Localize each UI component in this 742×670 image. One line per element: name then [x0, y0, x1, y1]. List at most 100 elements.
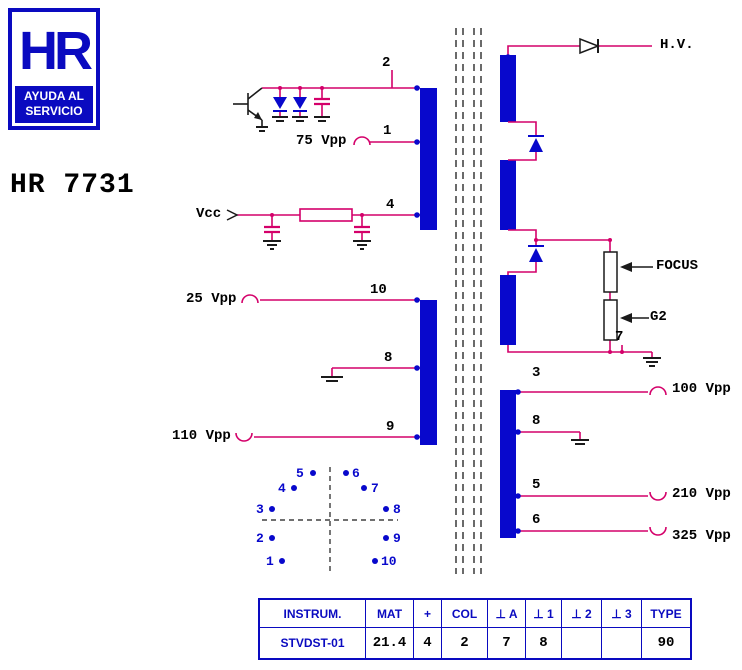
ground-icon: [256, 126, 268, 132]
ground-icon: [643, 357, 661, 367]
diode-icons: [273, 97, 544, 262]
waveform-negative-icon: [649, 491, 667, 501]
table-value-plus: 4: [414, 628, 442, 658]
focus-arrow-icon: [620, 262, 653, 272]
table-header-gnd-1: ⊥ 1: [526, 600, 562, 628]
hv-label: H.V.: [660, 37, 694, 53]
secondary-winding-2: [500, 160, 516, 230]
waveform-negative-icon: [235, 432, 253, 442]
diode-icon: [293, 97, 307, 109]
pinmap-label-8: 8: [393, 502, 401, 517]
core-lines: [455, 28, 482, 574]
table-header-plus: +: [414, 600, 442, 628]
primary-winding-1: [420, 88, 437, 230]
table-value-col: 2: [442, 628, 488, 658]
logo-subtitle: AYUDA AL SERVICIO: [15, 86, 93, 123]
spec-table: INSTRUM. MAT + COL ⊥ A ⊥ 1 ⊥ 2 ⊥ 3 TYPE …: [258, 598, 692, 660]
ground-icon: [292, 116, 308, 122]
vcc-arrow-icon: [226, 209, 239, 221]
pin-label-1: 1: [383, 123, 392, 139]
table-header-type: TYPE: [642, 600, 690, 628]
pin-label-2: 2: [382, 55, 391, 71]
g2-arrow-icon: [620, 313, 649, 323]
pin-dot-10: [372, 558, 378, 564]
pin-label-4: 4: [386, 197, 395, 213]
g2-label: G2: [650, 309, 667, 325]
pinmap-label-2: 2: [256, 531, 264, 546]
logo-hr-text: HR: [19, 20, 93, 81]
voltage-label-210vpp: 210 Vpp: [672, 486, 731, 502]
voltage-label-25vpp: 25 Vpp: [186, 291, 237, 307]
pinmap-label-3: 3: [256, 502, 264, 517]
waveform-positive-icon: [241, 294, 259, 304]
voltage-label-325vpp: 325 Vpp: [672, 528, 731, 544]
focus-resistor: [603, 251, 618, 293]
g2-resistor: [603, 299, 618, 341]
pin-dot-9: [383, 535, 389, 541]
secondary-winding-3: [500, 275, 516, 345]
table-value-gnd-2: [562, 628, 602, 658]
hr-logo: HR AYUDA AL SERVICIO: [8, 8, 100, 130]
pinmap-label-4: 4: [278, 481, 286, 496]
voltage-label-100vpp: 100 Vpp: [672, 381, 731, 397]
table-value-mat: 21.4: [366, 628, 414, 658]
vcc-label: Vcc: [196, 206, 222, 222]
pin-dot-2: [269, 535, 275, 541]
primary-winding-2: [420, 300, 437, 445]
waveform-negative-icon: [649, 526, 667, 536]
logo-subtitle-line2: SERVICIO: [25, 104, 83, 118]
table-value-instrum: STVDST-01: [260, 628, 366, 658]
table-value-gnd-1: 8: [526, 628, 562, 658]
pin-dot-1: [279, 558, 285, 564]
table-header-mat: MAT: [366, 600, 414, 628]
ground-icon: [321, 376, 343, 382]
pin-dot-3: [269, 506, 275, 512]
windings: [420, 55, 516, 538]
diode-icon: [273, 97, 287, 109]
secondary-winding-1: [500, 55, 516, 122]
ground-icon: [272, 116, 288, 122]
pin-label-8-right: 8: [532, 413, 541, 429]
pin-label-3: 3: [532, 365, 541, 381]
page-title: HR 7731: [10, 170, 135, 201]
table-value-type: 90: [657, 635, 675, 651]
junction-dots: [270, 86, 624, 354]
hv-diode-icon: [579, 37, 601, 55]
pin-label-5: 5: [532, 477, 541, 493]
voltage-label-110vpp: 110 Vpp: [172, 428, 231, 444]
pinmap-label-7: 7: [371, 481, 379, 496]
pin-dot-5: [310, 470, 316, 476]
pin-dot-4: [291, 485, 297, 491]
ground-icon: [263, 240, 281, 250]
focus-label: FOCUS: [656, 258, 699, 274]
pin-label-10: 10: [370, 282, 387, 298]
capacitor-icon: [264, 97, 370, 234]
table-header-gnd-3: ⊥ 3: [602, 600, 642, 628]
diode-icon: [529, 138, 543, 152]
table-value-gnd-a: 7: [488, 628, 526, 658]
table-header-col: COL: [442, 600, 488, 628]
secondary-winding-4: [500, 390, 516, 538]
table-header-gnd-2: ⊥ 2: [562, 600, 602, 628]
ground-icon: [314, 116, 330, 122]
diode-icon: [529, 248, 543, 262]
table-value-gnd-3: [602, 628, 642, 658]
logo-subtitle-line1: AYUDA AL: [23, 89, 84, 103]
pin-dot-8: [383, 506, 389, 512]
ground-icon: [353, 240, 371, 250]
pinmap-label-9: 9: [393, 531, 401, 546]
pin-dot-7: [361, 485, 367, 491]
table-header-gnd-a: ⊥ A: [488, 600, 526, 628]
voltage-label-75vpp: 75 Vpp: [296, 133, 347, 149]
pinmap-label-10: 10: [381, 554, 397, 569]
table-header-instrum: INSTRUM.: [260, 600, 366, 628]
pin-label-8-left: 8: [384, 350, 393, 366]
ground-icons: [256, 116, 661, 445]
pin-label-7: 7: [615, 329, 624, 345]
pinmap-label-5: 5: [296, 466, 304, 481]
tap-dots: [414, 54, 521, 534]
pinmap-label-1: 1: [266, 554, 274, 569]
pin-layout-crosshair-icon: [262, 467, 398, 573]
